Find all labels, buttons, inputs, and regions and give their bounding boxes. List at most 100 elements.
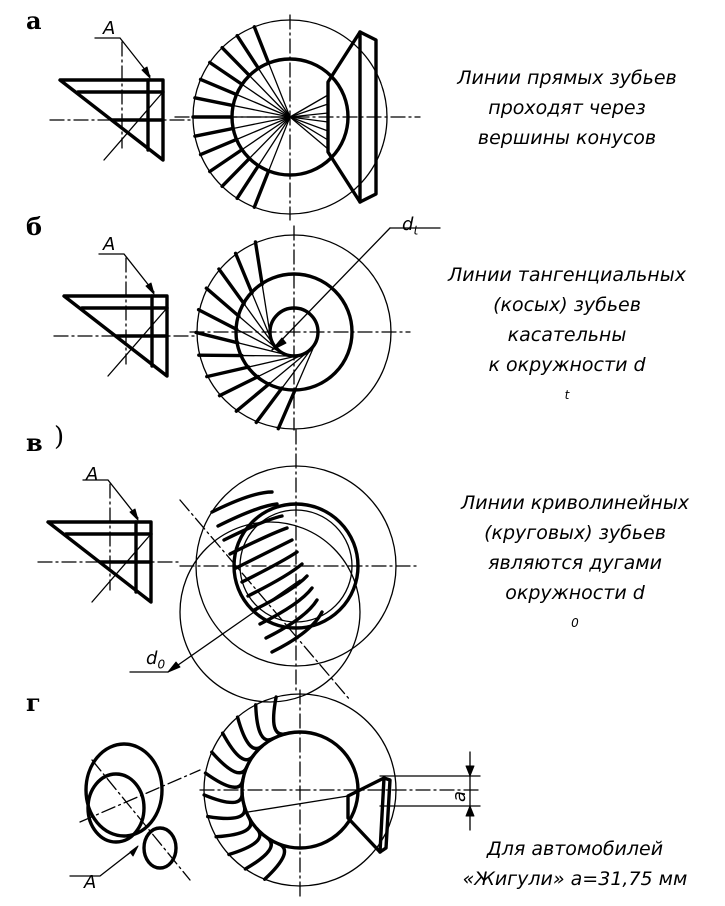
curved-tooth-g (262, 842, 287, 881)
tooth-extension-a (235, 116, 291, 141)
tooth-line-a (198, 77, 239, 97)
leader-line-b (98, 253, 155, 293)
dim-a-label: a (449, 790, 471, 803)
tooth-extension-a (241, 83, 291, 118)
caption-line: (круговых) зубьев (484, 522, 666, 544)
curved-tooth-g (210, 750, 249, 775)
dim-arrow-dt (271, 337, 287, 351)
caption-line: (косых) зубьев (493, 294, 641, 316)
tooth-line-a (193, 96, 235, 108)
offset-axis-g (247, 795, 349, 813)
curved-tooth-g (235, 715, 264, 751)
panel-letter-a: а (26, 6, 42, 35)
tooth-line-b (217, 374, 260, 398)
caption-line: проходят через (488, 97, 646, 119)
pinion-ray-a (289, 94, 329, 118)
tooth-extension-a (248, 116, 291, 160)
tooth-extension-b (248, 354, 301, 368)
marker-a-panel-g: A (84, 872, 97, 893)
pinion-ray-a (289, 116, 329, 141)
marker-a-panel-b: A (103, 234, 116, 255)
pinion-edge-g (378, 776, 386, 854)
curved-tooth-v (234, 538, 294, 570)
caption-line: касательны (507, 324, 627, 346)
curved-tooth-v (258, 586, 314, 626)
pinion-ray-a (289, 112, 329, 118)
tooth-extension-b (251, 292, 273, 342)
tooth-line-a (193, 126, 235, 138)
tooth-line-b (233, 251, 254, 295)
tooth-extension-b (261, 283, 271, 337)
tooth-extension-b (238, 315, 279, 351)
dim-arrow-d0 (167, 661, 181, 673)
panel-letter-g: г (26, 688, 41, 717)
tooth-line-b (217, 267, 246, 306)
curved-tooth-v (222, 514, 284, 542)
pinion-ray-a (289, 116, 329, 150)
tooth-line-a (252, 169, 271, 209)
pinion-ray-a (289, 116, 329, 132)
tooth-line-a (235, 163, 261, 201)
caption-line: «Жигули» a=31,75 мм (462, 868, 688, 890)
tooth-extension-b (257, 352, 306, 378)
tooth-line-b (234, 382, 272, 413)
dim-arrow-a (465, 805, 475, 817)
leader-line-g (69, 847, 137, 877)
tooth-extension-a (232, 116, 291, 130)
iso-axis-g (91, 759, 191, 881)
tooth-extension-b (236, 328, 284, 354)
cutter-circle-d0 (179, 521, 361, 703)
tooth-extension-a (257, 116, 291, 167)
caption-line: Линии тангенциальных (448, 264, 686, 286)
tooth-extension-a (248, 74, 291, 118)
tooth-extension-b (237, 342, 289, 356)
curved-tooth-g (220, 731, 255, 762)
curved-tooth-v (246, 562, 304, 598)
curved-tooth-g (203, 771, 245, 789)
tooth-extension-b (243, 303, 276, 347)
caption-panel-b: Линии тангенциальных (косых) зубьев каса… (417, 260, 717, 410)
caption-line: Линии прямых зубьев (457, 67, 677, 89)
tooth-line-a (208, 147, 244, 174)
tooth-extension-b (294, 340, 317, 390)
tooth-extension-a (241, 116, 291, 151)
curved-tooth-v (270, 610, 324, 654)
tooth-extension-a (267, 62, 291, 118)
leader-line-v (82, 479, 139, 519)
panel-letter-b: б (26, 212, 43, 241)
pinion-ray-a (289, 103, 329, 118)
caption-line: Линии криволинейных (460, 492, 690, 514)
dim-line-dt (271, 227, 391, 351)
tooth-extension-b (268, 349, 311, 385)
tooth-line-a (252, 25, 271, 65)
tooth-line-b (276, 387, 298, 431)
caption-line: Для автомобилей (486, 838, 664, 860)
leader-arrow-a (141, 66, 151, 79)
tooth-extension-b (281, 345, 314, 389)
dim-line-d0 (167, 579, 301, 673)
dim-arrow-a (465, 765, 475, 777)
tooth-line-b (204, 286, 241, 318)
tooth-line-b (254, 386, 284, 425)
curved-tooth-v (216, 502, 279, 528)
curved-tooth-g (202, 791, 244, 805)
tooth-line-a (220, 156, 252, 189)
curved-tooth-v (210, 490, 274, 514)
cone-diag-a (103, 91, 164, 161)
tooth-extension-a (235, 93, 291, 118)
caption-panel-a: Линии прямых зубьев проходят через верши… (417, 63, 717, 153)
cone-diag-b (107, 307, 168, 377)
panel-v-paren: ) (54, 422, 65, 452)
curved-tooth-g (253, 703, 275, 742)
marker-a-panel-v: A (86, 464, 99, 485)
tooth-line-b (194, 330, 240, 345)
pinion-ray-a (289, 116, 329, 123)
tooth-line-a (208, 60, 244, 87)
leader-arrow-v (129, 508, 139, 521)
pinion-edge-a (327, 31, 361, 83)
marker-a-panel-a: A (103, 18, 116, 39)
curved-tooth-g (227, 827, 262, 857)
curved-tooth-v (240, 550, 299, 584)
